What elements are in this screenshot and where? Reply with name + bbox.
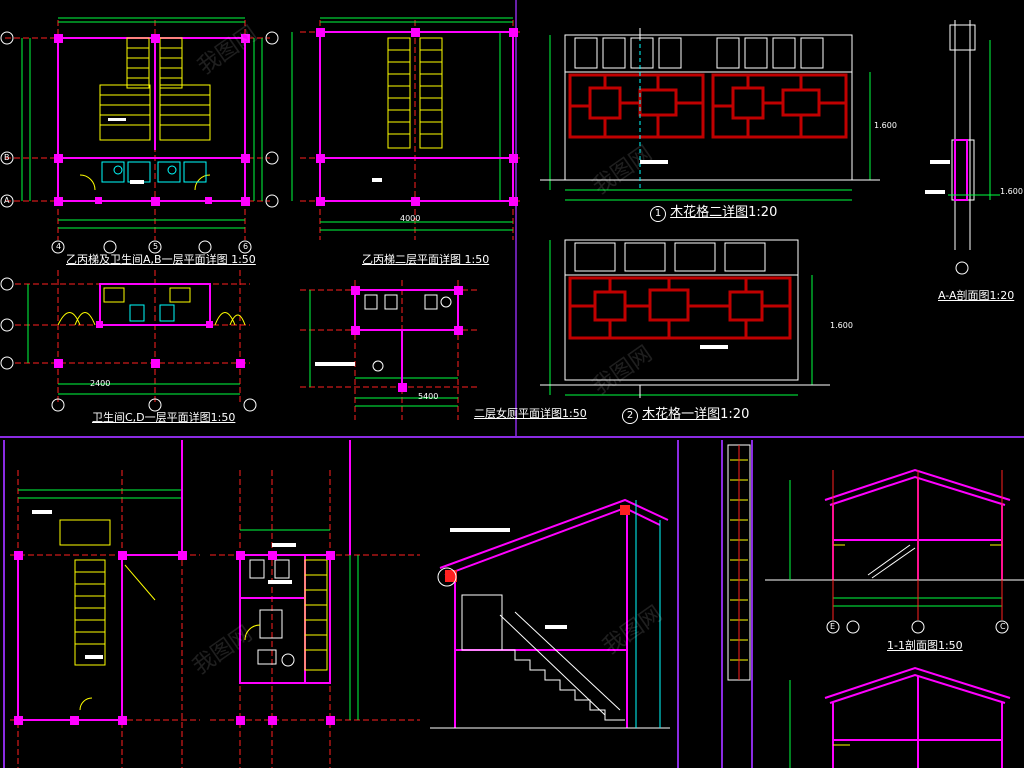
plan-womens-toilet [300, 280, 480, 420]
axis-marker-4: 4 [56, 242, 62, 251]
section-a-a-detail [925, 20, 1000, 275]
plan-stair-second-floor [291, 17, 520, 240]
scale-text: 1:50 [562, 407, 587, 420]
detail-number-badge: 1 [650, 206, 666, 222]
scale-text: 1:20 [720, 407, 750, 422]
title-text: 乙丙梯及卫生间A,B一层平面详图 [66, 253, 228, 266]
detail-number-badge: 2 [622, 408, 638, 424]
title-text: 乙丙梯二层平面详图 [362, 253, 461, 266]
section-lower-partial [789, 666, 1011, 768]
bottom-stair-plan [10, 440, 200, 768]
title-text: 1-1剖面图 [887, 639, 938, 652]
scale-text: 1:50 [231, 253, 256, 266]
wood-lattice-two-elevation [540, 30, 880, 201]
scale-text: 1:20 [748, 205, 778, 220]
lattice-height-label-2: 1.600 [830, 321, 853, 330]
scale-text: 1:20 [989, 289, 1015, 302]
bottom-toilet-plan [210, 440, 420, 768]
title-section-a-a: A-A剖面图1:20 [938, 290, 1014, 301]
title-text: A-A剖面图 [938, 289, 990, 302]
section-level-label: 1.600 [1000, 187, 1023, 196]
dim-4000: 4000 [400, 214, 421, 223]
section-1-1 [765, 468, 1024, 634]
dim-5400: 5400 [418, 392, 439, 401]
wood-lattice-one-elevation [540, 239, 830, 396]
plan-toilet-c-d [0, 270, 257, 412]
plan-stair-toilet-a-b [0, 17, 279, 254]
axis-marker-6: 6 [243, 242, 249, 251]
title-text: 卫生间C,D一层平面详图 [92, 411, 211, 424]
title-text: 二层女厕平面详图 [474, 407, 562, 420]
axis-marker-b: B [4, 153, 10, 162]
axis-marker-e: E [830, 622, 836, 631]
title-womens-toilet: 二层女厕平面详图1:50 [474, 408, 587, 419]
title-stair-second-floor: 乙丙梯二层平面详图 1:50 [362, 254, 489, 265]
title-stair-a-b-first-floor: 乙丙梯及卫生间A,B一层平面详图 1:50 [66, 254, 256, 265]
axis-marker-5: 5 [153, 242, 159, 251]
scale-text: 1:50 [210, 411, 236, 424]
title-wood-lattice-two: 1 木花格二详图1:20 [650, 206, 777, 222]
axis-marker-c: C [1000, 622, 1006, 631]
scale-text: 1:50 [937, 639, 963, 652]
axis-marker-a: A [4, 196, 10, 205]
title-section-1-1: 1-1剖面图1:50 [887, 640, 963, 651]
scale-text: 1:50 [464, 253, 490, 266]
title-text: 木花格二详图 [670, 205, 749, 220]
title-text: 木花格一详图 [642, 407, 721, 422]
dim-2400: 2400 [90, 379, 111, 388]
narrow-elevation-strip [727, 444, 751, 681]
stair-section [430, 498, 670, 729]
title-wood-lattice-one: 2 木花格一详图1:20 [622, 408, 749, 424]
lattice-height-label-1: 1.600 [874, 121, 897, 130]
title-toilet-c-d: 卫生间C,D一层平面详图1:50 [92, 412, 235, 423]
